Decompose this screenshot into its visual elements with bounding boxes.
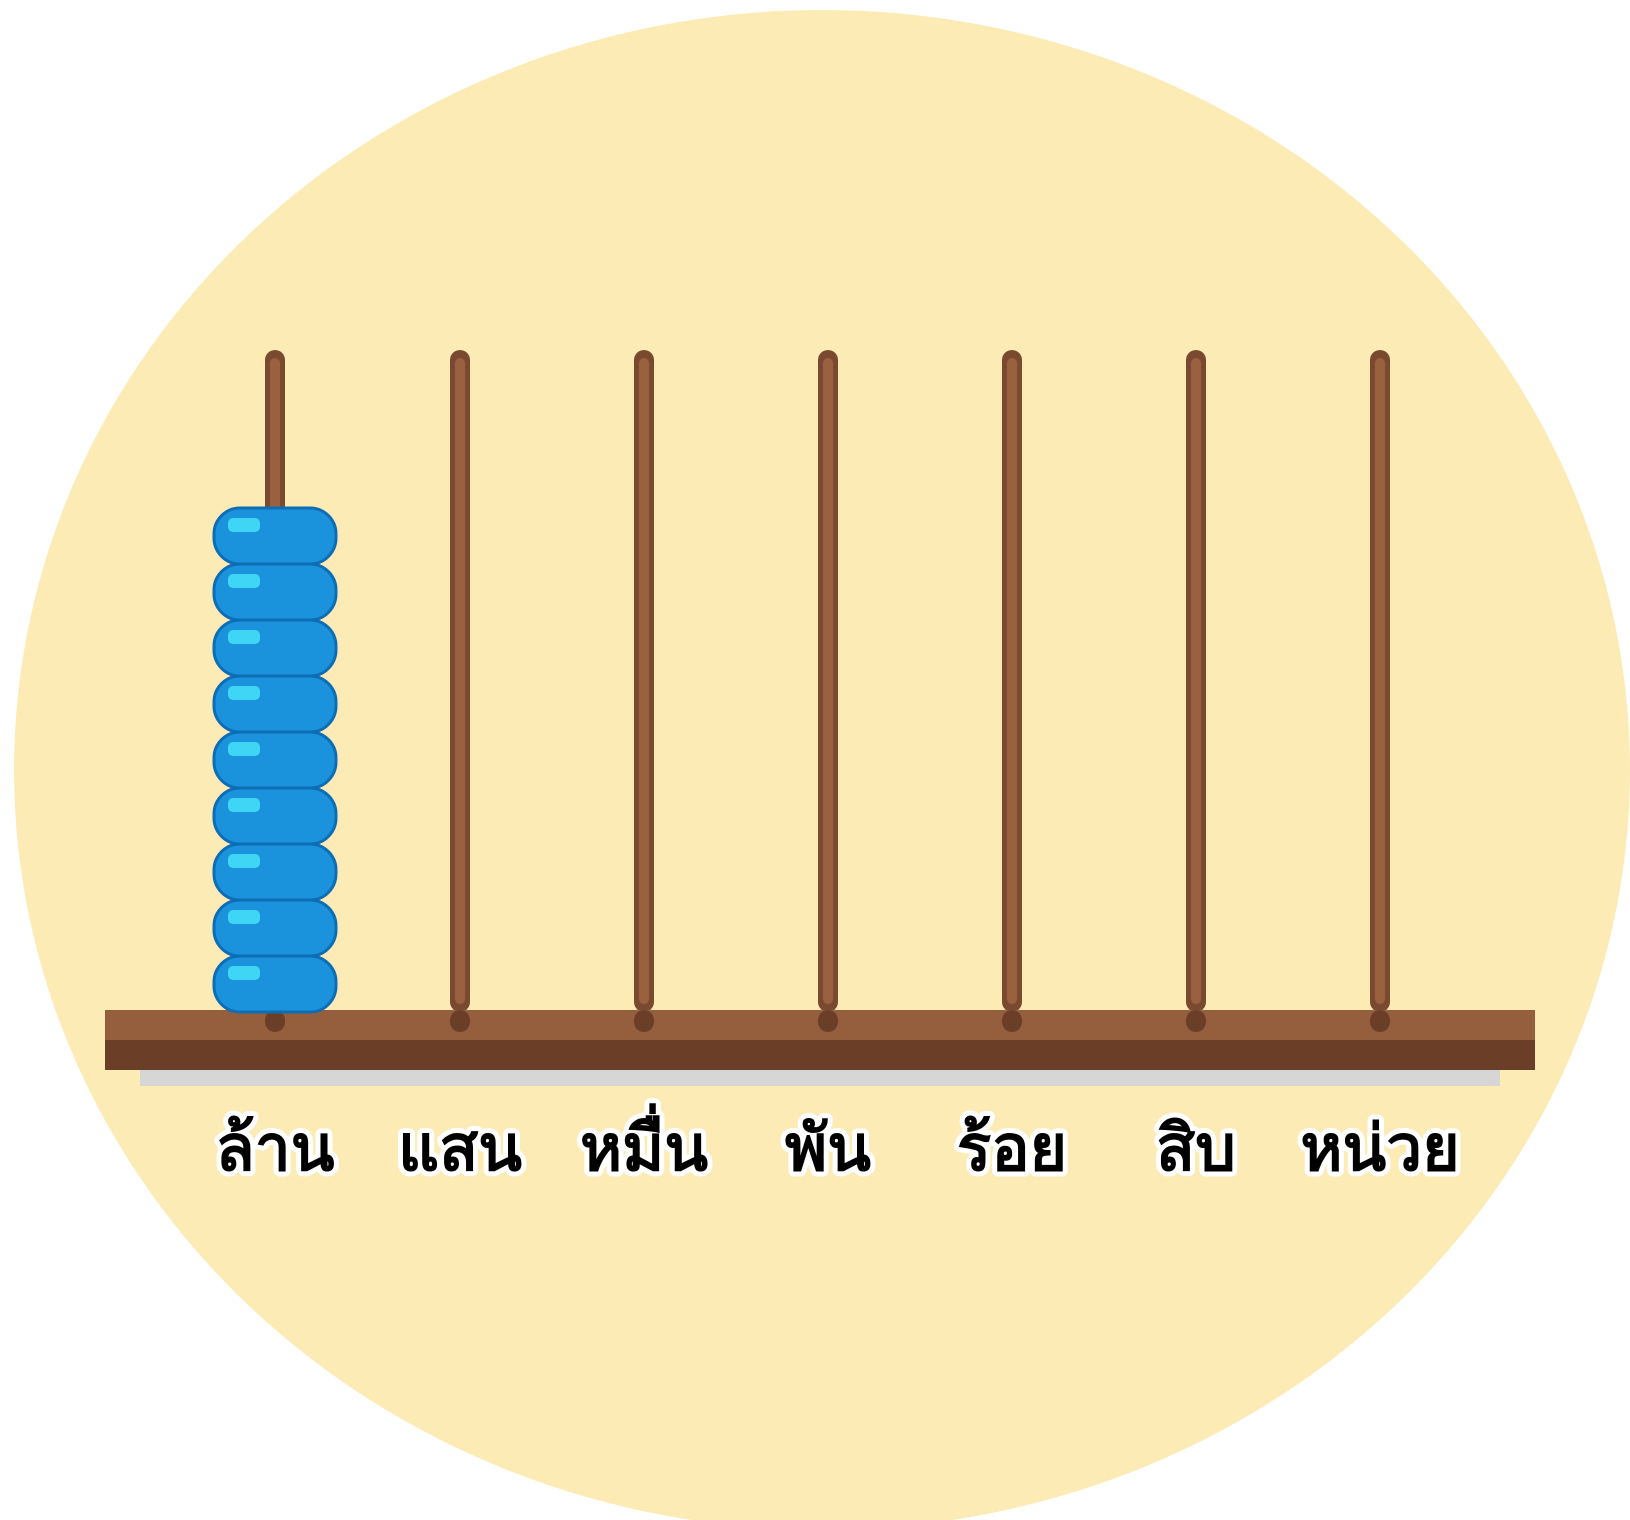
rod-foot: [450, 1010, 470, 1032]
rod-foot: [1002, 1010, 1022, 1032]
abacus-bead: [214, 620, 336, 676]
abacus-bead: [214, 508, 336, 564]
bead-highlight: [228, 798, 260, 812]
abacus-bead: [214, 900, 336, 956]
rod-highlight: [1191, 358, 1201, 1004]
place-value-label: หมื่น: [580, 1103, 708, 1186]
rod-highlight: [455, 358, 465, 1004]
bead-highlight: [228, 574, 260, 588]
rod-highlight: [1375, 358, 1385, 1004]
base-shadow: [140, 1068, 1500, 1086]
abacus-bead: [214, 788, 336, 844]
abacus-bead: [214, 564, 336, 620]
abacus-bead: [214, 732, 336, 788]
rod-highlight: [1007, 358, 1017, 1004]
base-bottom: [105, 1040, 1535, 1070]
rod-foot: [818, 1010, 838, 1032]
rod-highlight: [823, 358, 833, 1004]
abacus-bead: [214, 844, 336, 900]
rod-highlight: [639, 358, 649, 1004]
bead-highlight: [228, 630, 260, 644]
place-value-label: พัน: [785, 1112, 871, 1186]
place-value-label: ร้อย: [957, 1112, 1067, 1186]
abacus-bead: [214, 676, 336, 732]
place-value-label: ล้าน: [216, 1112, 335, 1186]
place-value-label: สิบ: [1156, 1112, 1236, 1186]
rod-foot: [1370, 1010, 1390, 1032]
place-value-label: หน่วย: [1300, 1112, 1459, 1186]
place-value-label: แสน: [398, 1112, 522, 1186]
rod-foot: [634, 1010, 654, 1032]
bead-highlight: [228, 518, 260, 532]
bead-highlight: [228, 742, 260, 756]
bead-highlight: [228, 686, 260, 700]
bead-highlight: [228, 910, 260, 924]
abacus-beads: [214, 508, 336, 1012]
bead-highlight: [228, 966, 260, 980]
abacus-bead: [214, 956, 336, 1012]
rod-foot: [1186, 1010, 1206, 1032]
bead-highlight: [228, 854, 260, 868]
